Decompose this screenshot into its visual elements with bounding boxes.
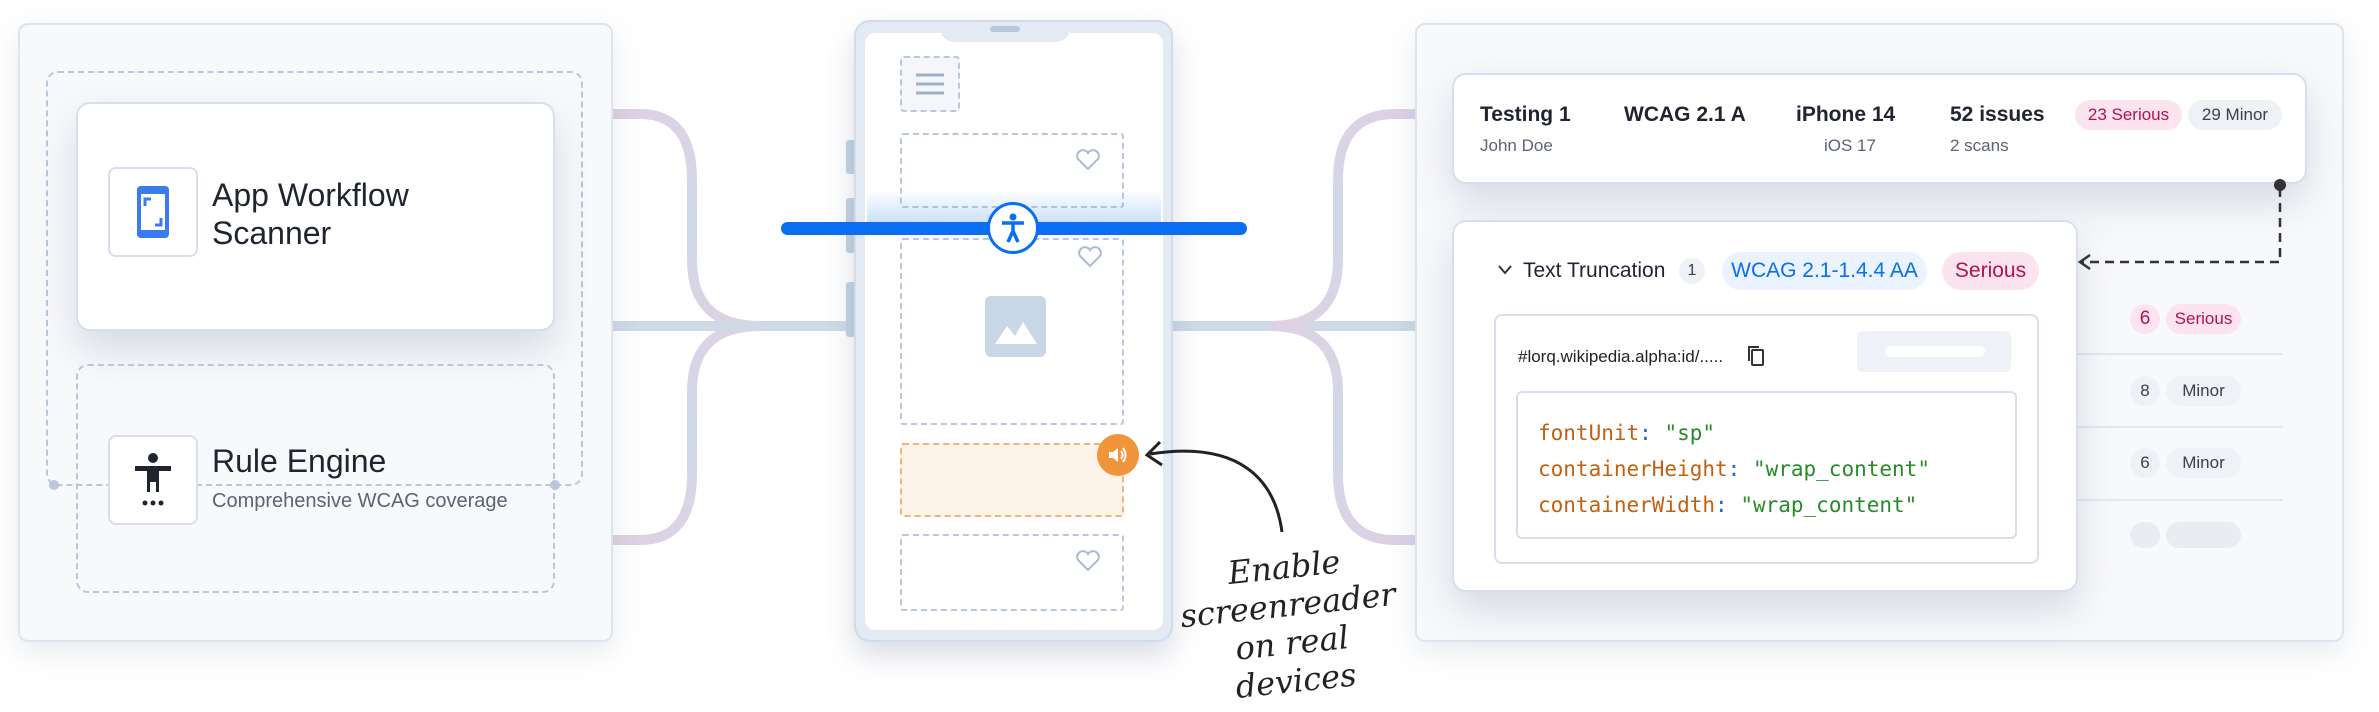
severity-badge: Minor bbox=[2166, 448, 2241, 478]
scanner-title-line2: Scanner bbox=[212, 215, 332, 251]
scan-count: 2 scans bbox=[1950, 136, 2009, 155]
code-key: fontUnit bbox=[1538, 421, 1640, 445]
code-line: containerHeight: "wrap_content" bbox=[1538, 457, 1930, 481]
connector-dot bbox=[550, 480, 560, 490]
detail-connector-arrow bbox=[2077, 179, 2286, 271]
placeholder-badge bbox=[2130, 522, 2160, 548]
divider bbox=[2078, 499, 2283, 501]
code-value: "wrap_content" bbox=[1752, 457, 1930, 481]
code-block: fontUnit: "sp" containerHeight: "wrap_co… bbox=[1516, 391, 2017, 539]
phone-notch bbox=[940, 26, 1070, 42]
device-name: iPhone 14 bbox=[1796, 103, 1896, 126]
rule-engine-subtitle: Comprehensive WCAG coverage bbox=[212, 490, 508, 512]
list-row-count: 6 bbox=[2130, 304, 2160, 334]
image-icon bbox=[985, 296, 1046, 357]
heart-icon[interactable] bbox=[1075, 549, 1101, 573]
list-card[interactable] bbox=[900, 238, 1124, 425]
annotation-arrow bbox=[1144, 440, 1284, 533]
rule-engine-card[interactable]: Rule Engine Comprehensive WCAG coverage bbox=[76, 364, 555, 593]
issue-detail-card: Text Truncation 1 WCAG 2.1-1.4.4 AA Seri… bbox=[1452, 220, 2078, 592]
placeholder-badge bbox=[2166, 522, 2241, 548]
app-workflow-scanner-card[interactable]: App Workflow Scanner bbox=[76, 102, 555, 331]
accessibility-person-icon bbox=[108, 435, 198, 525]
phone-scan-icon bbox=[108, 167, 198, 257]
count-badge: 6 bbox=[2130, 448, 2160, 478]
code-line: fontUnit: "sp" bbox=[1538, 421, 1716, 445]
code-line: containerWidth: "wrap_content" bbox=[1538, 493, 1918, 517]
hamburger-menu-icon[interactable] bbox=[900, 56, 960, 112]
issue-count: 52 issues bbox=[1950, 103, 2045, 126]
issue-list: 6 Serious 8 Minor 6 Minor bbox=[2078, 300, 2288, 590]
focused-list-card[interactable] bbox=[900, 443, 1124, 517]
speaker-icon[interactable] bbox=[1097, 434, 1139, 476]
scanner-title-line1: App Workflow bbox=[212, 177, 409, 213]
issue-title[interactable]: Text Truncation bbox=[1523, 259, 1666, 282]
element-details: #lorq.wikipedia.alpha:id/..... fontUnit:… bbox=[1494, 314, 2039, 564]
connector-dot bbox=[49, 480, 59, 490]
code-key: containerWidth bbox=[1538, 493, 1716, 517]
phone-side-button bbox=[846, 140, 856, 174]
severity-badge: Minor bbox=[2166, 376, 2241, 406]
connector-lines bbox=[613, 109, 1420, 545]
accessibility-icon[interactable] bbox=[987, 202, 1039, 254]
serious-count-badge: 23 Serious bbox=[2075, 100, 2182, 130]
heart-icon[interactable] bbox=[1077, 245, 1103, 269]
issue-count-badge: 1 bbox=[1679, 258, 1705, 284]
code-value: "sp" bbox=[1664, 421, 1716, 445]
test-name: Testing 1 bbox=[1480, 103, 1571, 126]
list-card[interactable] bbox=[900, 534, 1124, 611]
action-button-placeholder[interactable] bbox=[1857, 331, 2011, 372]
severity-badge: Serious bbox=[1942, 252, 2039, 290]
divider bbox=[2078, 426, 2283, 428]
phone-side-button bbox=[846, 282, 856, 337]
code-key: containerHeight bbox=[1538, 457, 1728, 481]
divider bbox=[2078, 353, 2283, 355]
wcag-criterion-badge: WCAG 2.1-1.4.4 AA bbox=[1722, 252, 1927, 290]
code-value: "wrap_content" bbox=[1740, 493, 1918, 517]
minor-count-badge: 29 Minor bbox=[2188, 100, 2282, 130]
rule-engine-title: Rule Engine bbox=[212, 443, 387, 479]
copy-icon[interactable] bbox=[1746, 344, 1766, 368]
group-outline bbox=[46, 71, 583, 486]
count-badge: 6 bbox=[2130, 304, 2160, 334]
scan-summary-card[interactable]: Testing 1 John Doe WCAG 2.1 A iPhone 14 … bbox=[1452, 73, 2307, 184]
severity-badge: Serious bbox=[2166, 304, 2241, 334]
phone-speaker-slot bbox=[990, 26, 1020, 32]
device-os: iOS 17 bbox=[1824, 136, 1876, 155]
element-selector: #lorq.wikipedia.alpha:id/..... bbox=[1518, 347, 1724, 366]
heart-icon[interactable] bbox=[1075, 148, 1101, 172]
wcag-level: WCAG 2.1 A bbox=[1624, 103, 1746, 126]
count-badge: 8 bbox=[2130, 376, 2160, 406]
test-owner: John Doe bbox=[1480, 136, 1553, 155]
chevron-down-icon[interactable] bbox=[1497, 264, 1513, 276]
